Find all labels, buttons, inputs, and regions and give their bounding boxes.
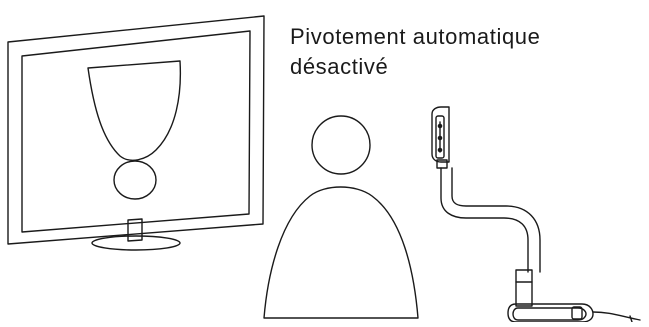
person-icon bbox=[263, 115, 419, 319]
caption-line-1: Pivotement automatique bbox=[290, 24, 541, 49]
screen-shape-upper bbox=[87, 60, 182, 161]
monitor-icon bbox=[7, 15, 265, 251]
camera-head bbox=[431, 106, 450, 163]
screen-shape-circle bbox=[113, 160, 157, 200]
document-camera-icon bbox=[431, 106, 641, 323]
gooseneck-arm bbox=[440, 167, 529, 273]
cable bbox=[592, 311, 641, 321]
caption-line-2: désactivé bbox=[290, 54, 389, 79]
